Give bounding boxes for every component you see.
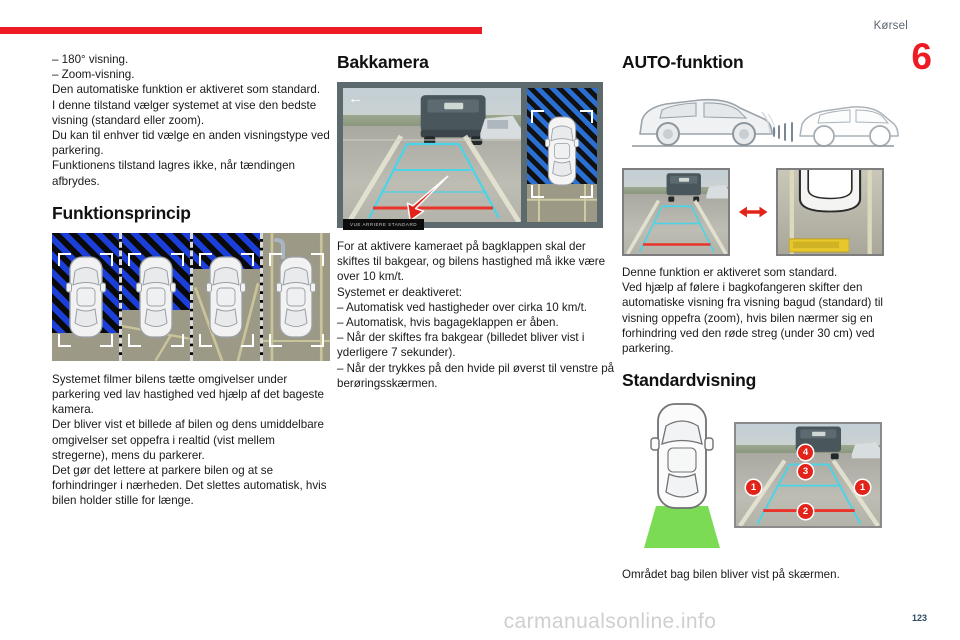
marker-4: 4 [798,445,813,461]
heading-standardvisning: Standardvisning [622,370,757,391]
header-section-title: Kørsel [873,20,908,32]
car-right-icon [851,442,880,459]
sequence-pane-1 [52,232,123,361]
frame-brackets [58,252,114,347]
road-markings [343,134,521,222]
top-view-car-icon [545,116,579,186]
figure-standardvisning: 1 1 2 3 4 [622,400,900,560]
sequence-pane-3 [192,232,263,361]
heading-auto-funktion: AUTO-funktion [622,52,744,72]
car-front-icon [799,106,899,147]
middle-body-line-5: – Når der skiftes fra bakgear (billedet … [337,331,585,360]
site-watermark: carmanualsonline.info [503,610,717,633]
car-rear-zoom-icon [798,170,862,213]
left-intro-line-1: – 180° visning. [52,53,129,66]
camera-scene [343,88,521,222]
frame-brackets [128,252,184,347]
camera-scene [624,170,728,254]
top-view-car-icon [276,256,317,338]
marker-3: 3 [798,464,813,480]
guide-line-red [373,206,493,210]
van-ahead-icon [666,172,702,202]
left-intro-line-4: I denne tilstand vælger systemet at vise… [52,98,317,127]
marker-1-right: 1 [855,480,870,496]
left-intro-line-2: – Zoom-visning. [52,68,135,82]
marker-1-left: 1 [746,480,761,496]
figure-auto-view-switch [622,166,900,258]
header-red-rule [0,27,482,34]
left-intro-line-6: Funktionens tilstand lagres ikke, når tæ… [52,159,295,188]
middle-body-line-6: – Når der trykkes på den hvide pil øvers… [337,361,615,390]
two-cars-diagram [632,98,899,147]
parking-lines [193,282,259,361]
middle-body-line-3: – Automatisk ved hastigheder over cirka … [337,300,588,314]
top-view-car-icon [65,256,106,338]
camera-top-view-panel [527,88,597,222]
camera-main-view: ← [343,88,521,222]
back-arrow-icon[interactable]: ← [348,90,363,107]
screenshot-view-label: VUE ARRIERE STANDARD [343,219,425,230]
camera-scene-zoom [778,170,883,254]
guide-lines-cyan [368,142,500,219]
frame-brackets [268,252,324,347]
car-rear-icon [639,98,776,146]
right-body-line-1: Denne funktion er aktiveret som standard… [622,266,838,279]
frame-brackets [198,252,254,347]
column-right: AUTO-funktion [622,52,900,582]
camera-cone [644,506,720,549]
middle-body-line-4: – Automatisk, hvis bagageklappen er åben… [337,316,559,330]
left-body-line-3: Det gør det lettere at parkere bilen og … [52,464,327,508]
reversing-camera-screenshot: ← [337,82,603,230]
license-plate-icon [788,238,849,253]
standard-view-diagram: 1 1 2 3 4 [622,400,900,560]
column-left: – 180° visning. – Zoom-visning. Den auto… [52,52,330,509]
marker-2: 2 [798,504,813,520]
column-middle: Bakkamera [337,52,615,391]
left-body-line-2: Der bliver vist et billede af bilen og d… [52,418,324,462]
heading-funktionsprincip: Funktionsprincip [52,202,191,223]
sensor-waves-icon [773,122,793,142]
figure-funktionsprincip [52,232,330,361]
left-intro-line-5: Du kan til enhver tid vælge en anden vis… [52,129,330,158]
page-number: 123 [911,613,927,623]
parking-lines [527,184,597,222]
steering-turn-icon [273,237,285,259]
parking-sequence-strip [52,232,330,361]
frame-brackets [531,110,593,198]
road-markings [738,459,880,527]
camera-zoom-view [776,168,885,256]
auto-view-pair [622,166,885,258]
right-body-line-2: Ved hjælp af følere i bagkofangeren skif… [622,281,883,356]
red-pointer-arrow-icon [407,175,449,222]
right-caption: Området bag bilen bliver vist på skærmen… [622,568,840,582]
camera-standard-markers-view: 1 1 2 3 4 [734,422,882,529]
top-view-car-with-cone [644,403,720,549]
middle-body-line-1: For at aktivere kameraet på bagklappen s… [337,240,606,284]
left-body-line-1: Systemet filmer bilens tætte omgivelser … [52,372,324,417]
left-intro-line-3: Den automatiske funktion er aktiveret so… [52,83,321,97]
car-right-icon [706,185,728,199]
road-markings [626,199,728,254]
sequence-pane-4 [262,232,330,361]
car-right-icon [480,115,521,139]
sequence-pane-2 [122,232,193,361]
top-view-car-icon [135,256,176,338]
middle-body-line-2: Systemet er deaktiveret: [337,285,463,299]
top-view-car-icon [206,256,247,338]
figure-two-cars-sensor [622,82,900,159]
double-arrow-icon [738,206,768,218]
guide-lines-cyan [756,463,862,525]
heading-bakkamera: Bakkamera [337,52,429,72]
figure-bakkamera-screenshot: ← [337,82,615,230]
chapter-number: 6 [911,36,932,77]
guide-line-red [643,243,711,246]
van-ahead-icon [420,95,486,146]
camera-standard-view [622,168,730,256]
